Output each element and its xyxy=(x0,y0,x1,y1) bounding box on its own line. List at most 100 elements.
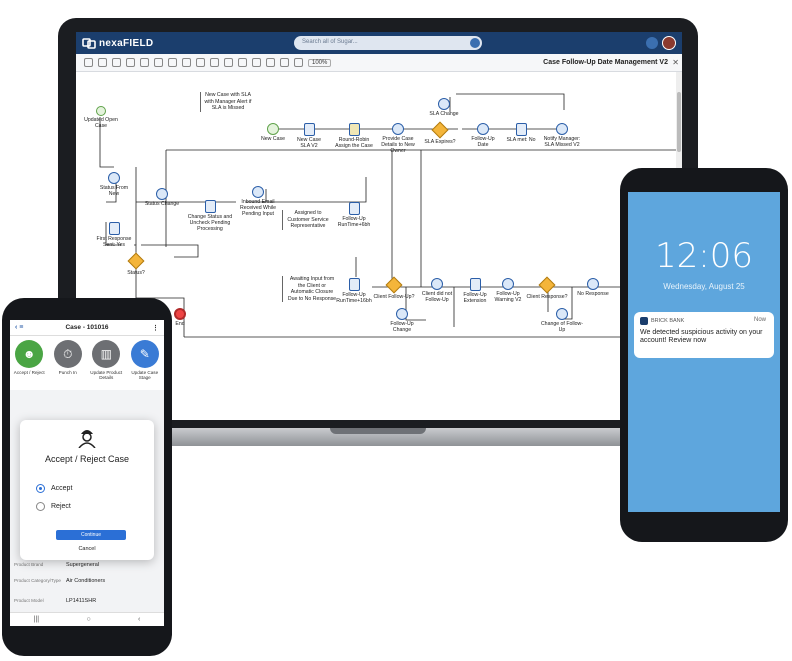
more-icon[interactable]: ⋮ xyxy=(152,324,159,332)
recent-apps-icon[interactable]: ||| xyxy=(33,616,40,623)
node-change-of-follow-up[interactable]: Change of Follow-Up xyxy=(540,308,584,333)
note-assigned-csr[interactable]: Assigned to Customer Service Representat… xyxy=(282,210,330,230)
node-new-case-sla[interactable]: New Case SLA V2 xyxy=(292,123,326,149)
end-event-icon xyxy=(174,308,186,320)
start-event-icon xyxy=(267,123,279,135)
note-new-case-alert[interactable]: New Case with SLA with Manager Alert if … xyxy=(200,92,252,112)
node-new-case[interactable]: New Case xyxy=(258,123,288,142)
node-sla-expires[interactable]: SLA Expires? xyxy=(421,121,459,145)
continue-button[interactable]: Continue xyxy=(56,530,126,540)
bank-logo-icon xyxy=(640,317,648,325)
gateway-icon xyxy=(538,276,556,294)
fit-icon[interactable] xyxy=(294,58,303,67)
circle-outline-icon[interactable] xyxy=(196,58,205,67)
radio-unchecked-icon xyxy=(36,502,45,511)
mobile-app-phone: ‹ ≡ Case - 101016 ⋮ ☻Accept / Reject ⏱Pu… xyxy=(2,298,172,656)
node-client-follow-up[interactable]: Client Follow-Up? xyxy=(372,276,416,300)
node-provide-case[interactable]: Provide Case Details to New Owner xyxy=(378,123,418,155)
action-punch-in[interactable]: ⏱Punch In xyxy=(51,340,85,390)
delete-icon[interactable] xyxy=(210,58,219,67)
save-icon[interactable] xyxy=(126,58,135,67)
timer-task-icon xyxy=(348,278,360,291)
notification-app: BRICK BANK xyxy=(640,317,768,325)
timer-task-icon xyxy=(348,202,360,215)
image-icon[interactable] xyxy=(266,58,275,67)
cancel-button[interactable]: Cancel xyxy=(78,546,96,552)
zoom-select[interactable]: 100% xyxy=(308,58,332,67)
print-icon[interactable] xyxy=(112,58,121,67)
start-event-icon xyxy=(96,106,106,116)
radio-accept[interactable]: Accept xyxy=(36,484,72,493)
node-sla-change[interactable]: SLA Change xyxy=(424,98,464,117)
node-status-from-new[interactable]: Status From New xyxy=(94,172,134,197)
android-nav-bar: ||| ○ ‹ xyxy=(10,612,164,626)
back-icon[interactable]: ‹ ≡ xyxy=(15,324,24,331)
node-first-response[interactable]: First Response Sent: Yes xyxy=(90,222,138,248)
action-accept-reject[interactable]: ☻Accept / Reject xyxy=(12,340,46,390)
close-icon[interactable]: ✕ xyxy=(672,58,679,67)
task-icon xyxy=(515,123,527,136)
node-change-status[interactable]: Change Status and Uncheck Pending Proces… xyxy=(184,200,236,233)
node-sla-met-no[interactable]: SLA met: No xyxy=(504,123,538,143)
undo-icon[interactable] xyxy=(224,58,233,67)
action-update-product[interactable]: ▥Update Product Details xyxy=(89,340,123,390)
timer-event-icon xyxy=(477,123,489,135)
node-status-change[interactable]: Status Change xyxy=(140,188,184,207)
search-placeholder: Search all of Sugar... xyxy=(302,39,358,45)
app-header: nexaFIELD Search all of Sugar... xyxy=(76,32,682,54)
node-client-did-not[interactable]: Client did not Follow-Up xyxy=(418,278,456,303)
global-search-input[interactable]: Search all of Sugar... xyxy=(294,36,482,50)
laptop-notch xyxy=(330,428,426,434)
gateway-icon xyxy=(431,121,449,139)
node-follow-up-date[interactable]: Follow-Up Date xyxy=(466,123,500,148)
node-inbound-email[interactable]: Inbound Email Received While Pending Inp… xyxy=(236,186,280,218)
radio-checked-icon xyxy=(36,484,45,493)
redo-icon[interactable] xyxy=(238,58,247,67)
notification-bell-icon[interactable] xyxy=(646,37,658,49)
node-follow-up-change[interactable]: Follow-Up Change xyxy=(382,308,422,333)
node-follow-up-16bh[interactable]: Follow-Up RunTime+16bh xyxy=(332,278,376,304)
note-awaiting-input[interactable]: Awaiting Input from the Client or Automa… xyxy=(282,276,338,302)
modal-title: Accept / Reject Case xyxy=(44,454,130,464)
brand-name: nexaFIELD xyxy=(99,37,154,49)
export-icon[interactable] xyxy=(252,58,261,67)
message-event-icon xyxy=(392,123,404,135)
push-notification[interactable]: BRICK BANK Now We detected suspicious ac… xyxy=(634,312,774,358)
lockscreen-date: Wednesday, August 25 xyxy=(663,282,745,291)
worker-icon xyxy=(78,430,96,448)
node-end[interactable]: End xyxy=(168,308,192,327)
user-avatar[interactable] xyxy=(662,36,676,50)
lockscreen-time: 12:06 xyxy=(655,236,753,276)
node-follow-up-6bh[interactable]: Follow-Up RunTime+6bh xyxy=(334,202,374,228)
signal-event-icon xyxy=(108,172,120,184)
radio-reject[interactable]: Reject xyxy=(36,502,71,511)
laptop-base xyxy=(28,428,728,446)
worker-icon: ☻ xyxy=(15,340,44,368)
task-icon xyxy=(108,222,120,235)
node-client-response[interactable]: Client Response? xyxy=(524,276,570,300)
node-no-response[interactable]: No Response xyxy=(574,278,612,297)
home-icon[interactable]: ○ xyxy=(86,616,91,623)
node-updated-open-case[interactable]: Updated Open Case xyxy=(82,106,120,129)
search-icon[interactable] xyxy=(470,38,480,48)
settings-icon[interactable] xyxy=(84,58,93,67)
process-diagram-canvas[interactable]: Updated Open Case New Case with SLA with… xyxy=(76,72,682,420)
node-notify-manager[interactable]: Notify Manager: SLA Missed V2 xyxy=(540,123,584,148)
clock-icon[interactable] xyxy=(98,58,107,67)
brand-logo[interactable]: nexaFIELD xyxy=(82,36,153,50)
node-follow-up-warning[interactable]: Follow-Up Warning V2 xyxy=(490,278,526,303)
message-event-icon xyxy=(502,278,514,290)
node-round-robin[interactable]: Round-Robin Assign the Case xyxy=(334,123,374,149)
stopwatch-icon: ⏱ xyxy=(53,340,82,368)
node-follow-up-extension[interactable]: Follow-Up Extension xyxy=(456,278,494,304)
circle-icon[interactable] xyxy=(168,58,177,67)
node-status-gateway[interactable]: Status? xyxy=(120,252,152,276)
minus-icon[interactable] xyxy=(140,58,149,67)
action-update-stage[interactable]: ✎Update Case Stage xyxy=(128,340,162,390)
back-nav-icon[interactable]: ‹ xyxy=(137,616,141,623)
copy-icon[interactable] xyxy=(182,58,191,67)
gear-icon[interactable] xyxy=(154,58,163,67)
pdf-icon[interactable] xyxy=(280,58,289,67)
